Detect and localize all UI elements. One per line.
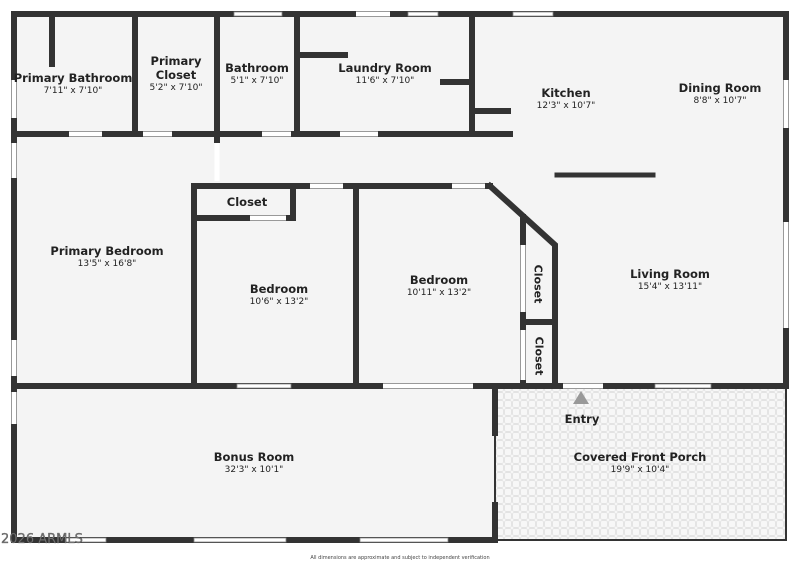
room-name: Bedroom — [249, 282, 309, 296]
room-dims: 19'9" x 10'4" — [610, 465, 670, 475]
watermark: 2026 ARMLS — [1, 532, 83, 547]
room-dims: 10'11" x 13'2" — [406, 288, 472, 298]
entry-label: Entry — [565, 412, 600, 426]
entry-text: Entry — [564, 412, 600, 426]
room-name: Laundry Room — [338, 61, 432, 75]
room-name: Bedroom — [409, 273, 469, 287]
disclaimer: All dimensions are approximate and subje… — [310, 555, 490, 561]
entry-arrow-icon — [573, 391, 589, 404]
room-name: Bathroom — [225, 61, 289, 75]
room-name: Living Room — [630, 267, 710, 281]
room-closet-1: Closet — [227, 195, 267, 209]
room-name: Dining Room — [678, 81, 762, 95]
room-name: Closet — [226, 195, 268, 209]
room-dims: 32'3" x 10'1" — [224, 465, 284, 475]
room-dims: 10'6" x 13'2" — [249, 297, 309, 307]
room-dims: 7'11" x 7'10" — [43, 86, 103, 96]
room-dims: 13'5" x 16'8" — [77, 259, 137, 269]
room-dims: 8'8" x 10'7" — [693, 96, 747, 106]
room-dims: 5'2" x 7'10" — [149, 83, 203, 93]
room-closet-3: Closet — [532, 336, 546, 376]
room-name: Kitchen — [541, 86, 591, 100]
room-name: Bonus Room — [213, 450, 295, 464]
interior-floor — [14, 14, 786, 386]
room-dims: 12'3" x 10'7" — [536, 101, 596, 111]
openings — [11, 11, 789, 424]
room-closet-2: Closet — [531, 264, 545, 304]
room-dims: 15'4" x 13'11" — [637, 282, 703, 292]
bonus-room-floor — [14, 386, 495, 540]
room-dims: 11'6" x 7'10" — [355, 76, 415, 86]
room-name: Primary Bathroom — [13, 71, 133, 85]
room-name: Primary Closet — [150, 54, 202, 82]
porch-floor — [494, 385, 787, 541]
room-name: Primary Bedroom — [50, 244, 164, 258]
room-dims: 5'1" x 7'10" — [230, 76, 284, 86]
windows — [65, 11, 712, 543]
room-name: Covered Front Porch — [573, 450, 707, 464]
